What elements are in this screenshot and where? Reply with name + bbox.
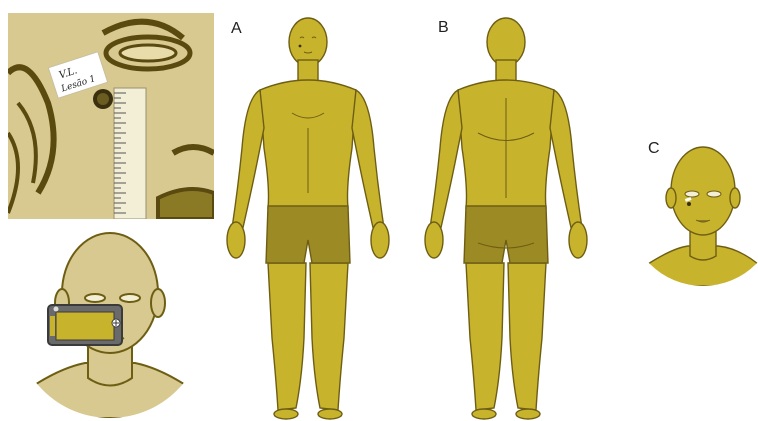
ruler-icon <box>114 88 146 219</box>
panel-label-c: C <box>648 140 660 158</box>
lesion-closeup-image: V.L. Lesão 1 <box>8 13 214 219</box>
camera-tablet-icon <box>48 305 122 345</box>
head-with-tablet-image <box>30 228 190 418</box>
body-back-view <box>418 8 598 420</box>
head-front-view <box>648 136 758 286</box>
panel-label-b: B <box>438 19 449 37</box>
body-front-view <box>222 8 402 420</box>
panel-label-a: A <box>231 20 242 38</box>
